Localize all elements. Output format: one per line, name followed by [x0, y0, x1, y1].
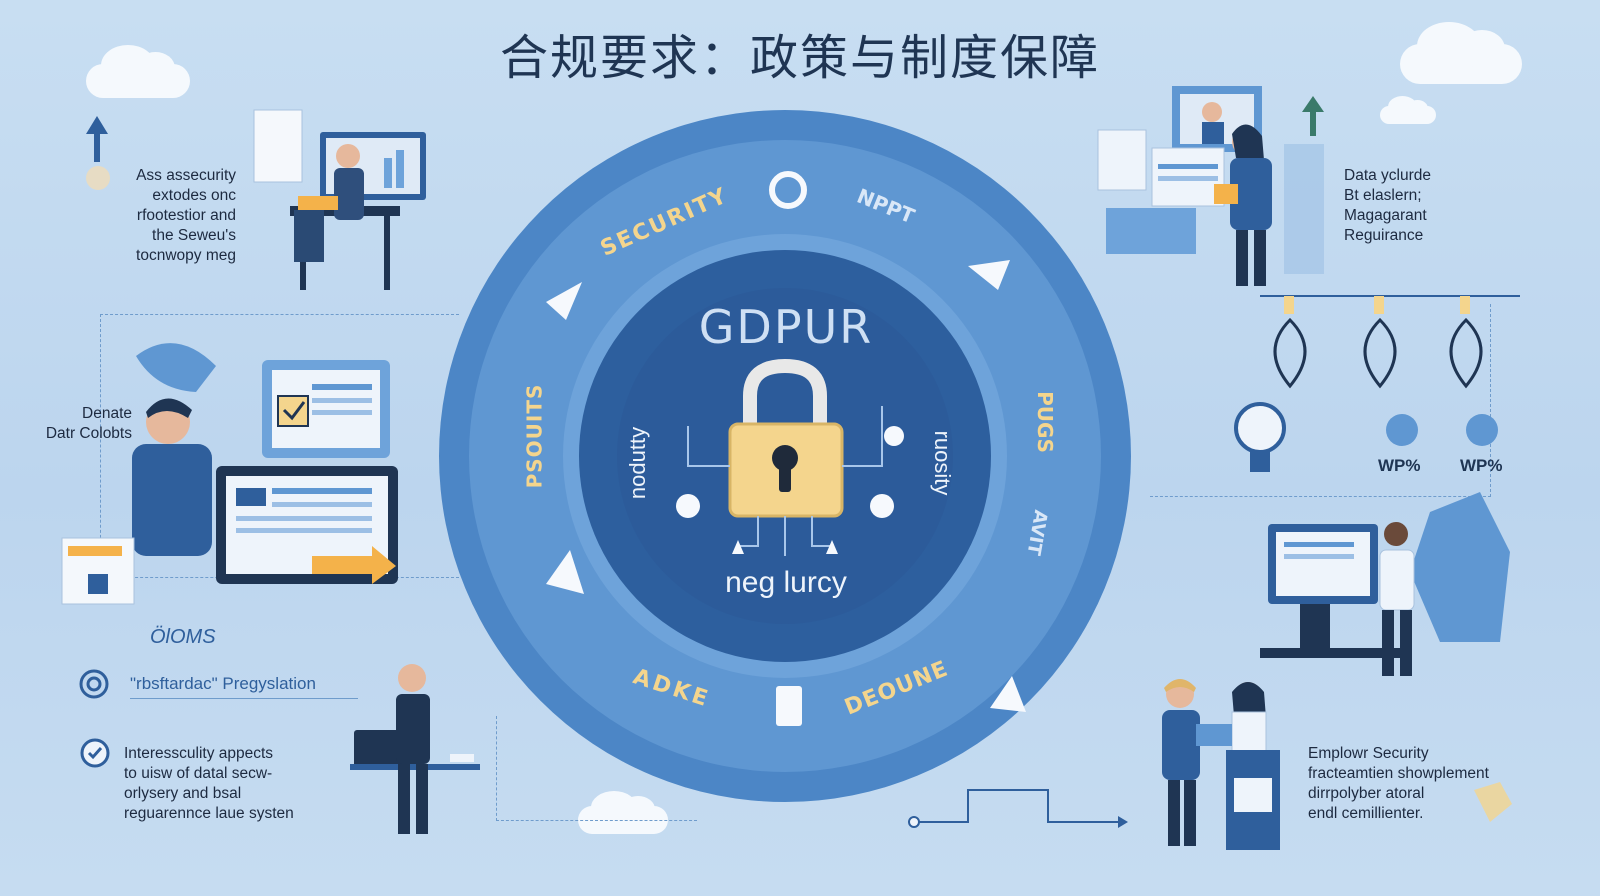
connector-right	[1150, 304, 1491, 497]
regulation-underline	[130, 698, 358, 699]
wp-avatar-2	[1466, 414, 1498, 446]
presenter-illustration	[350, 664, 480, 834]
right-bottom-text: Emplowr Security fracteamtien showplemen…	[1308, 745, 1489, 822]
cloud-top-left	[86, 45, 190, 98]
right-top-text: Data yclurde Bt elaslern; Magagarant Reg…	[1344, 167, 1432, 244]
center-right-vertical: ruosity	[930, 430, 955, 496]
cloud-right-small	[1380, 96, 1436, 124]
center-heading: GDPUR	[698, 300, 874, 354]
central-diagram	[438, 106, 1132, 806]
bullet-dot	[86, 166, 110, 190]
lifebuoy-icon	[79, 669, 109, 699]
check-icon	[80, 738, 110, 768]
colleagues-illustration	[1162, 679, 1280, 850]
regulation-label: "rbsftardac" Pregyslation	[130, 674, 316, 693]
left-bottom-text: Interessculity appects to uisw of datal …	[124, 745, 294, 822]
workstation-illustration	[1260, 492, 1510, 676]
wp-label-2: WP%	[1460, 456, 1503, 475]
data-worker-illustration	[132, 343, 398, 584]
ribbon-icon	[1474, 782, 1512, 822]
center-left-vertical: nodutty	[625, 426, 650, 500]
wp-avatar-1	[1386, 414, 1418, 446]
lightbulb-icon	[1234, 402, 1286, 472]
cloud-top-right	[1400, 22, 1522, 84]
center-bottom-label: neg lurcy	[725, 566, 847, 599]
plug-icon	[776, 686, 802, 726]
circuit-arrow	[908, 789, 1128, 828]
ring-label-pugs: PUGS	[1032, 391, 1057, 453]
left-squiggle-text: ÖlOMS	[150, 626, 216, 648]
wp-label-1: WP%	[1378, 456, 1421, 475]
page-title: 合规要求：政策与制度保障	[499, 30, 1100, 86]
left-mid-text: Denate Datr Colobts	[45, 405, 132, 442]
ring-label-psouits: PSOUITS	[522, 383, 547, 489]
desk-worker-illustration	[253, 109, 426, 290]
connector-bottom-left	[496, 716, 697, 821]
left-top-text: Ass assecurity extodes onc rfootestior a…	[136, 167, 236, 264]
team-office-illustration	[1097, 86, 1324, 286]
network-nodes-illustration	[1260, 295, 1520, 389]
arrow-up-icon	[86, 116, 108, 162]
refresh-icon	[769, 171, 807, 209]
calendar-card-illustration	[61, 537, 135, 605]
arrow-up-green-icon	[1302, 96, 1324, 136]
